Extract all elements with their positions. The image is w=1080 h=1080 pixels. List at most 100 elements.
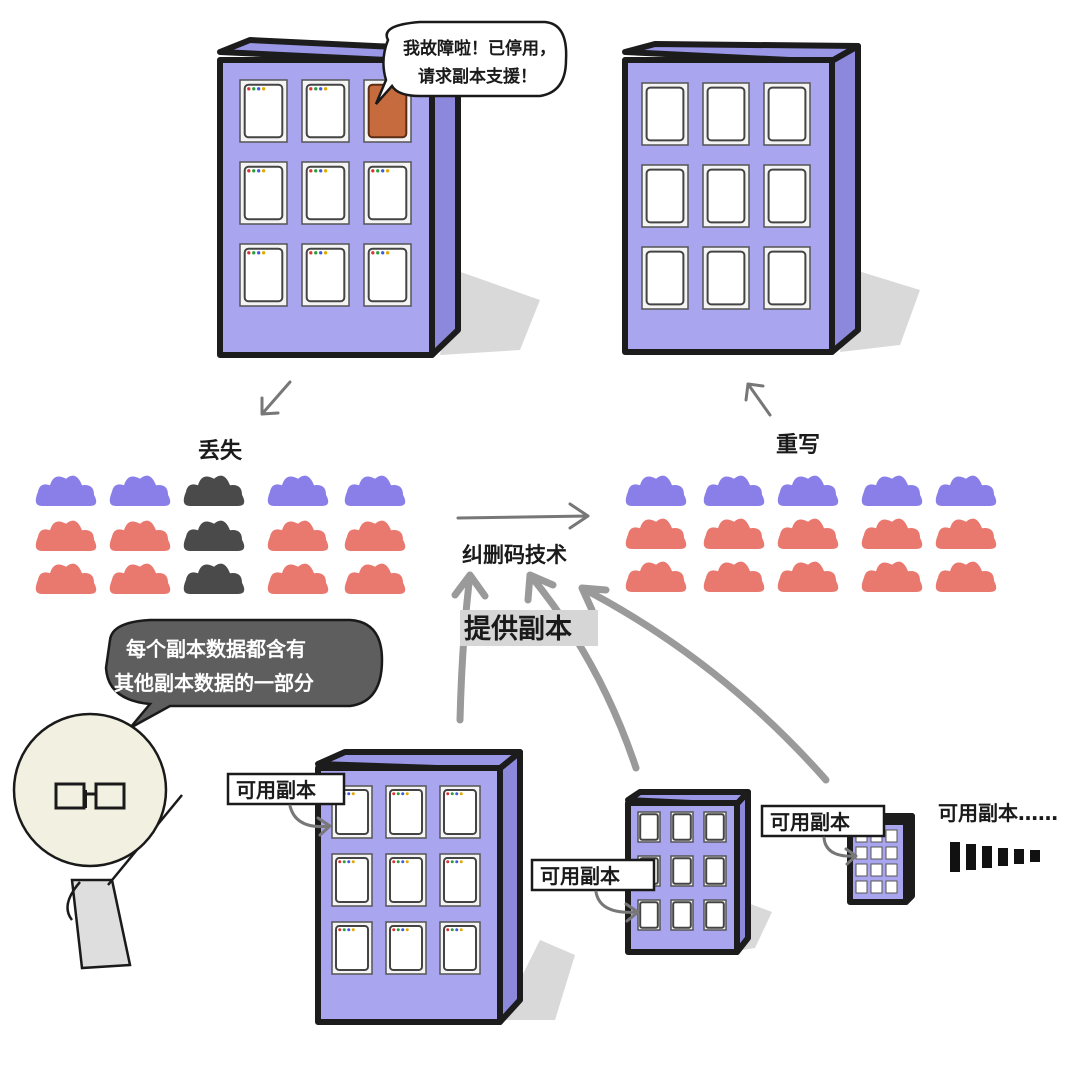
up-arrow-to-rebuilt-rack [744, 382, 772, 417]
drive-led [261, 169, 266, 173]
drive-led [455, 860, 459, 864]
hard-drive-icon [870, 880, 883, 894]
drive-led [247, 169, 251, 173]
data-cloud-icon [35, 520, 97, 551]
label-box [530, 858, 656, 892]
rebuilt-server-rack [622, 41, 920, 355]
data-cloud-icon [183, 563, 245, 594]
drive-grid [331, 785, 481, 975]
replica-arrow-2 [524, 571, 640, 772]
hard-drive-icon [885, 829, 898, 843]
data-cloud-icon [35, 563, 97, 594]
drive-led [381, 251, 385, 255]
data-cloud-icon [935, 561, 997, 592]
speech-line-2: 请求副本支援！ [418, 66, 537, 87]
drive-led [347, 792, 351, 796]
drive-body [305, 83, 346, 139]
drive-led [450, 928, 454, 932]
drive-led [319, 169, 323, 173]
drive-led [446, 928, 450, 932]
hard-drive-icon [363, 161, 412, 225]
drive-led [319, 251, 323, 255]
lost-label: 丢失 [198, 439, 243, 464]
data-cloud-icon [267, 563, 329, 594]
drive-led [376, 169, 380, 173]
drive-led [376, 251, 380, 255]
drive-led [450, 860, 454, 864]
data-cloud-icon [109, 520, 171, 551]
stick-figure-with-glasses-icon [12, 712, 183, 970]
drive-body [672, 857, 692, 885]
data-cloud-icon [109, 475, 171, 506]
drive-led [371, 169, 375, 173]
drive-led [381, 169, 385, 173]
replica-rack-medium [625, 789, 772, 955]
label-pointer-arrow [822, 836, 858, 866]
hard-drive-icon [239, 161, 288, 225]
drive-led [351, 792, 355, 796]
failed-rack-speech-bubble: 我故障啦！已停用， 请求副本支援！ [374, 20, 568, 105]
speech-bubble-shape [374, 20, 568, 105]
hard-drive-icon [331, 853, 373, 907]
label-text: 可用副本 [236, 778, 316, 802]
hard-drive-icon [301, 79, 350, 143]
drive-body [305, 247, 346, 303]
drive-led [261, 251, 266, 255]
drive-body [639, 813, 659, 841]
data-cloud-icon [35, 475, 97, 506]
speech-line-1: 我故障啦！已停用， [403, 38, 556, 59]
hard-drive-icon [439, 921, 481, 975]
drive-led [392, 860, 396, 864]
character-body [70, 878, 132, 970]
hard-drive-icon [439, 853, 481, 907]
hard-drive-icon [363, 243, 412, 307]
hard-drive-icon [855, 846, 868, 860]
drive-led [309, 169, 313, 173]
hard-drive-icon [637, 899, 661, 931]
drive-led [455, 928, 459, 932]
drive-body [645, 86, 685, 142]
character-speech-bubble: 每个副本数据都含有 其他副本数据的一部分 [104, 618, 384, 730]
hard-drive-icon [855, 863, 868, 877]
drive-led [446, 860, 450, 864]
drive-led [396, 928, 400, 932]
drive-led [405, 928, 409, 932]
hard-drive-icon [385, 853, 427, 907]
down-left-arrow [260, 380, 292, 416]
data-cloud-icon [267, 475, 329, 506]
label-text: 可用副本 [770, 810, 850, 834]
data-cloud-icon [861, 561, 923, 592]
drive-body [645, 168, 685, 224]
drive-body [705, 813, 725, 841]
data-cloud-icon [344, 563, 406, 594]
hard-drive-icon [702, 164, 750, 228]
replica-arrow-3 [578, 584, 830, 784]
data-cloud-icon [703, 561, 765, 592]
drive-led [314, 169, 318, 173]
drive-led [252, 87, 256, 91]
hard-drive-icon [641, 246, 689, 310]
hard-drive-icon [703, 811, 727, 843]
drive-body [706, 168, 746, 224]
drive-body [367, 247, 408, 303]
data-cloud-icon [935, 475, 997, 506]
drive-body [672, 901, 692, 929]
drive-led [338, 928, 342, 932]
drive-led [257, 169, 261, 173]
replica-rack-large [315, 749, 575, 1025]
drive-body [706, 86, 746, 142]
drive-body [243, 83, 284, 139]
hard-drive-icon [301, 243, 350, 307]
drive-led [257, 87, 261, 91]
drive-led [450, 792, 454, 796]
more-replicas-dashes [950, 842, 1040, 872]
drive-led [342, 928, 346, 932]
hard-drive-icon [763, 82, 811, 146]
drive-led [401, 792, 405, 796]
drive-led [455, 792, 459, 796]
drive-led [309, 87, 313, 91]
character-head [12, 712, 168, 868]
drive-led [247, 87, 251, 91]
rack-shadow [440, 270, 540, 355]
drive-led [261, 87, 266, 91]
